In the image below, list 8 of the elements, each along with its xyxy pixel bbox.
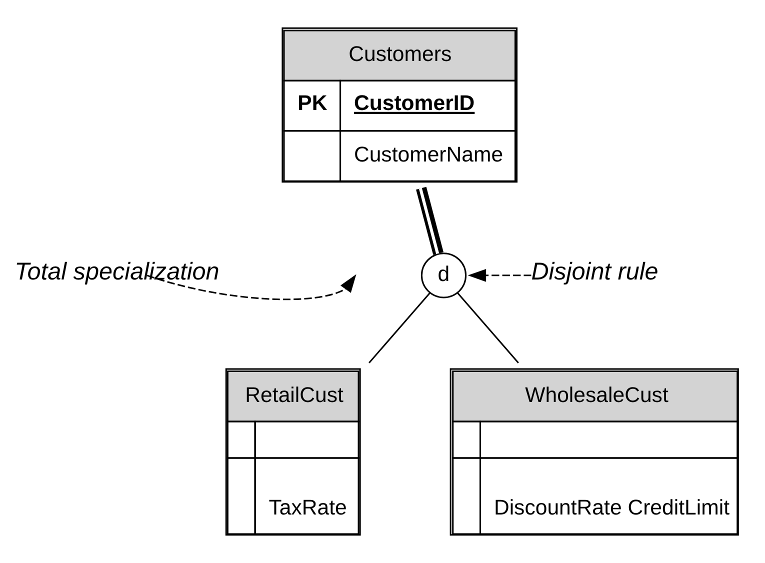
connector bbox=[457, 292, 519, 364]
node-circle: d bbox=[420, 252, 467, 298]
node-text: Disjoint rule bbox=[531, 258, 658, 286]
arrow bbox=[468, 269, 532, 282]
node-text: Total specialization bbox=[14, 258, 220, 286]
arrow bbox=[146, 274, 356, 300]
connector bbox=[368, 292, 430, 364]
connector bbox=[416, 186, 444, 255]
